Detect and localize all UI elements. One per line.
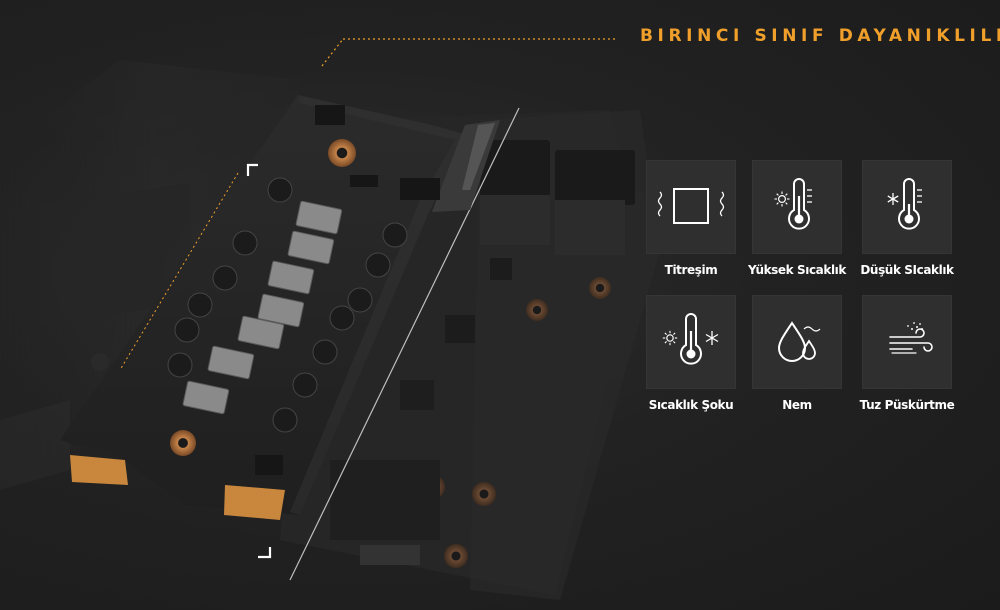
vibration-icon (657, 188, 725, 224)
low-temperature-icon (887, 178, 922, 230)
high-temperature-icon (774, 178, 812, 230)
feature-tile-high-temperature (752, 160, 842, 254)
thermal-shock-icon (662, 313, 719, 365)
feature-label-thermal-shock: Sıcaklık Şoku (648, 398, 734, 412)
feature-label-low-temperature: Düşük SIcaklık (860, 263, 954, 277)
dotted-edge (119, 172, 239, 371)
humidity-icon (777, 321, 821, 362)
vrm-board (60, 95, 500, 520)
feature-label-high-temperature: Yüksek Sıcaklık (748, 263, 846, 277)
feature-label-salt-spray: Tuz Püskürtme (859, 398, 955, 412)
focus-brackets (246, 163, 272, 559)
feature-tile-thermal-shock (646, 295, 736, 389)
feature-tile-vibration (646, 160, 736, 254)
feature-tile-low-temperature (862, 160, 952, 254)
feature-tile-salt-spray (862, 295, 952, 389)
salt-spray-icon (889, 322, 933, 354)
feature-tile-humidity (752, 295, 842, 389)
feature-label-humidity: Nem (782, 398, 812, 412)
section-heading: BIRINCI SINIF DAYANIKLILIK (640, 26, 1000, 46)
feature-label-vibration: Titreşim (664, 263, 718, 277)
callout-leader (321, 38, 618, 67)
